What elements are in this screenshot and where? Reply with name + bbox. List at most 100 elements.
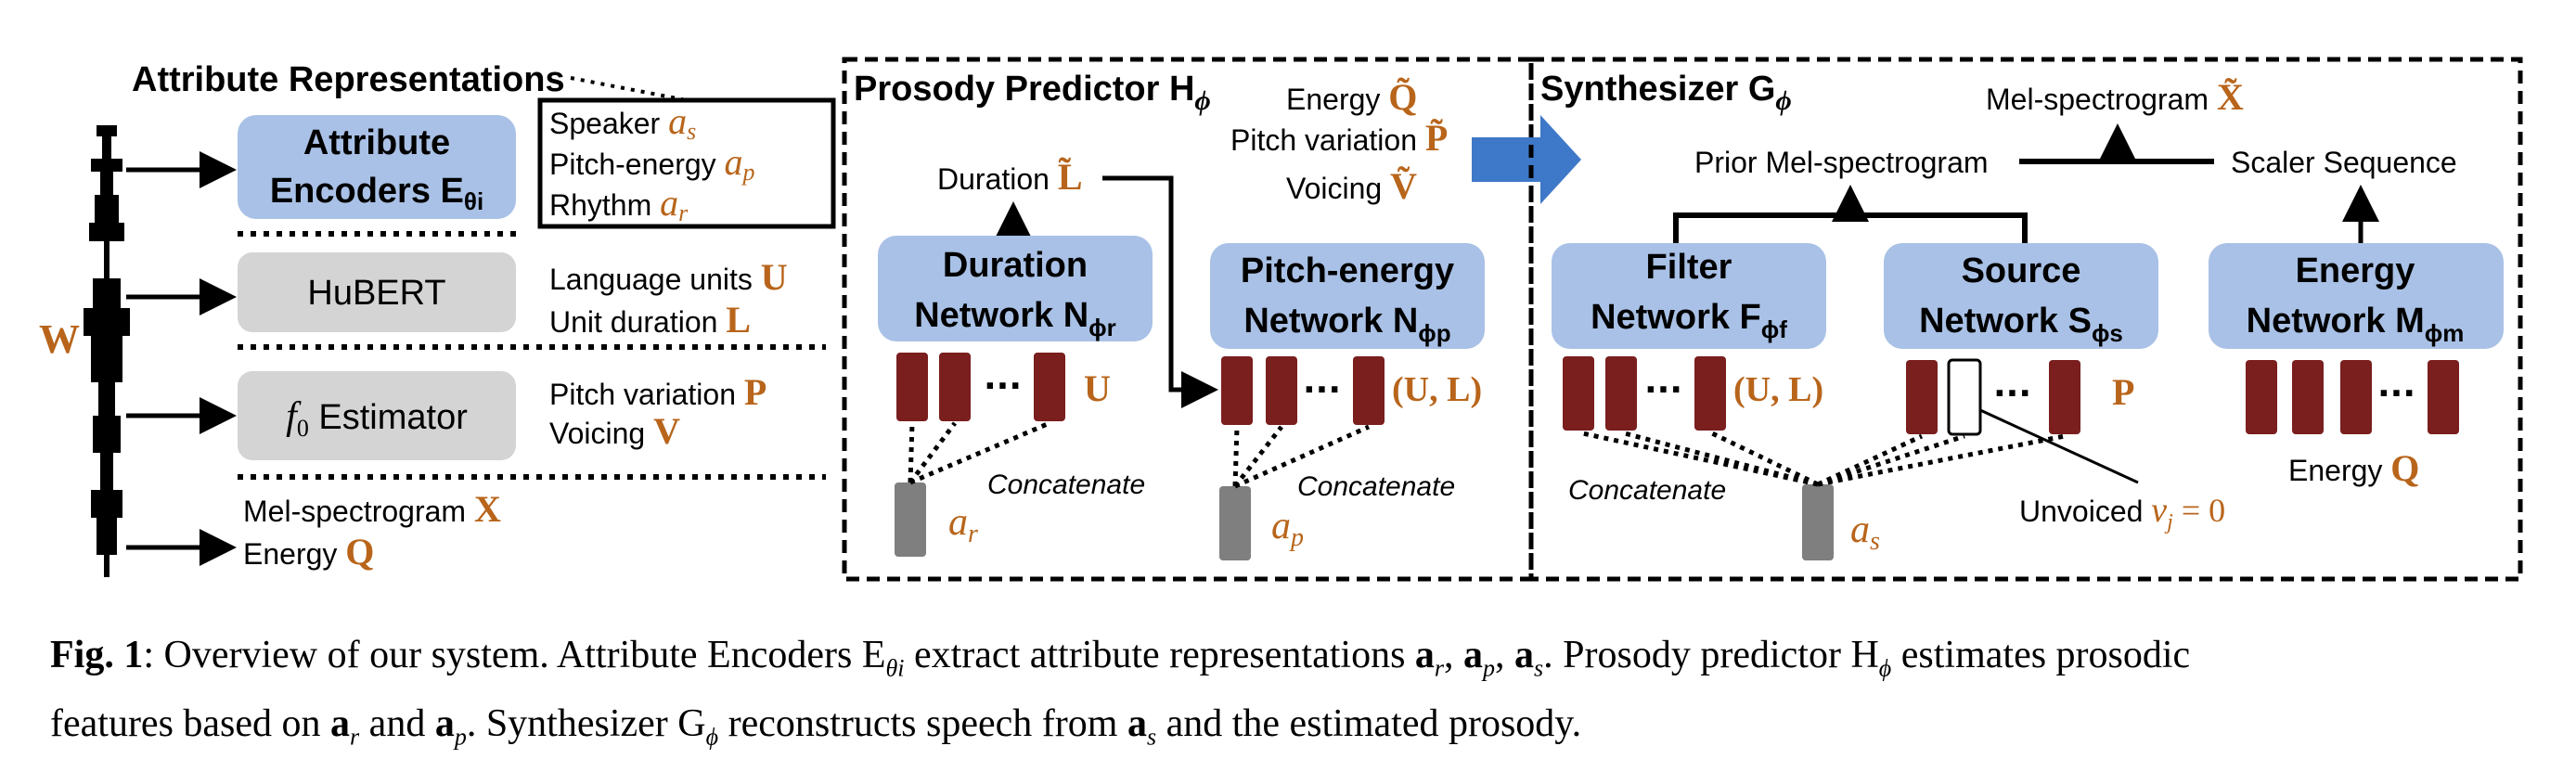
concatenate-label-1: Concatenate [987,470,1145,500]
pitch-variation-label: Pitch variation P [549,371,766,413]
prosody-predictor-title: Prosody Predictor Hϕ [854,70,1211,116]
pitch-variation-output: Pitch variation P̃ [1230,117,1448,159]
caption-fig-label: Fig. 1 [50,634,144,676]
attribute-encoders-line2: Encoders Eθi [270,172,483,215]
duration-to-pitch-arrow [1102,175,1218,408]
energy-network-line1: Energy [2296,251,2415,290]
latent-ap-block [1219,486,1251,560]
source-tokens-dots: ··· [1993,375,2031,413]
caption-text-9: and the estimated prosody. [1156,702,1582,746]
caption-rep-1-sub: r [1434,654,1445,682]
attribute-encoders-box [238,115,516,219]
token [896,353,928,421]
pitch-tokens-label: (U, L) [1392,370,1482,409]
f0-estimator-box [238,371,516,460]
caption-text-1: Overview of our system. Attribute Encode… [154,634,886,676]
unit-duration-label: Unit duration L [549,299,751,341]
duration-tokens [896,353,1065,421]
caption-rep-3-sub: s [1534,654,1544,682]
caption-rep-5-sub: p [454,723,467,751]
source-network-line2: Network Sϕs [1919,302,2123,347]
token [1221,356,1253,425]
caption-rep-6: a [1127,702,1147,746]
energy-output: Energy Q̃ [1286,76,1417,118]
mel-spectrogram-output: Mel-spectrogram X̃ [1986,76,2244,118]
concat-lines-duration [908,420,1050,485]
filter-network-line2: Network Fϕf [1591,298,1787,343]
token [1563,356,1594,431]
waveform-label: W [39,316,80,362]
speaker-label: Speaker as [549,100,696,145]
caption-text-6: and [359,702,435,746]
figure-caption: Fig. 1: Overview of our system. Attribut… [50,627,2546,766]
filter-tokens-label: (U, L) [1733,370,1823,409]
caption-rep-2: a [1463,634,1484,676]
token [1605,356,1637,431]
caption-sep-2: , [1495,634,1515,676]
token [939,353,971,421]
caption-line-1: Fig. 1: Overview of our system. Attribut… [50,627,2546,696]
caption-sub-3: ϕ [705,723,719,751]
token [2428,360,2459,434]
filter-tokens [1563,356,1726,431]
token [1906,360,1938,434]
attribute-representations-title: Attribute Representations [132,60,565,99]
hubert-box [238,252,516,332]
prior-mel-label: Prior Mel-spectrogram [1694,146,1989,179]
token [1034,353,1065,421]
filter-network-line1: Filter [1646,248,1732,287]
mel-spectrogram-label: Mel-spectrogram X [243,488,501,530]
caption-rep-4: a [330,702,351,746]
latent-ar-label: ar [948,501,978,548]
energy-network-box [2209,243,2504,349]
caption-text-4: estimates prosodic [1891,634,2191,676]
source-network-line1: Source [1962,251,2081,290]
caption-rep-4-sub: r [350,723,360,751]
pitch-energy-label: Pitch-energy ap [549,141,755,186]
synthesizer-panel [1528,57,2523,582]
energy-tokens [2246,360,2459,434]
caption-line-2: features based on ar and ap. Synthesizer… [50,696,2546,765]
left-separators [238,231,826,480]
caption-text-5: features based on [50,702,331,746]
rhythm-label: Rhythm ar [549,182,689,226]
pitch-energy-network-box [1210,243,1485,349]
caption-rep-6-sub: s [1146,723,1157,751]
duration-tokens-label: U [1084,367,1111,409]
duration-network-line1: Duration [943,246,1088,285]
caption-text-3: . Prosody predictor H [1543,634,1879,676]
source-tokens [1906,358,2080,436]
duration-output: Duration L̃ [937,156,1083,198]
energy-input-label: Energy Q [2288,447,2419,489]
concatenate-label-2: Concatenate [1297,471,1455,502]
concatenate-label-3: Concatenate [1568,475,1726,506]
caption-text-8: reconstructs speech from [718,702,1127,746]
prosody-to-synth-arrow [1472,115,1581,204]
caption-colon: : [143,634,154,676]
concat-lines-synth [1578,430,2066,487]
pitch-energy-network-line1: Pitch-energy [1241,251,1454,290]
latent-ar-block [895,482,926,557]
scaler-sequence-label: Scaler Sequence [2231,146,2457,179]
caption-text-2: extract attribute representations [904,634,1415,676]
unvoiced-label: Unvoiced vj = 0 [2019,491,2225,534]
token [2292,360,2324,434]
duration-network-line2: Network Nϕr [914,296,1116,341]
token [1694,356,1726,431]
filter-tokens-dots: ··· [1644,371,1682,409]
concat-lines-pitch [1232,424,1371,489]
energy-label: Energy Q [243,531,374,573]
voicing-output: Voicing Ṽ [1286,165,1417,207]
hubert-label: HuBERT [307,274,445,313]
caption-rep-5: a [434,702,455,746]
token [2049,360,2080,434]
duration-network-box [878,236,1153,341]
caption-sub-2: ϕ [1878,654,1892,682]
token [2340,360,2372,434]
f0-estimator-label: f0 Estimator [286,395,468,442]
filter-source-bracket [1673,212,2028,243]
energy-network-line2: Network Mϕm [2247,302,2465,347]
unvoiced-token [1947,358,1982,436]
